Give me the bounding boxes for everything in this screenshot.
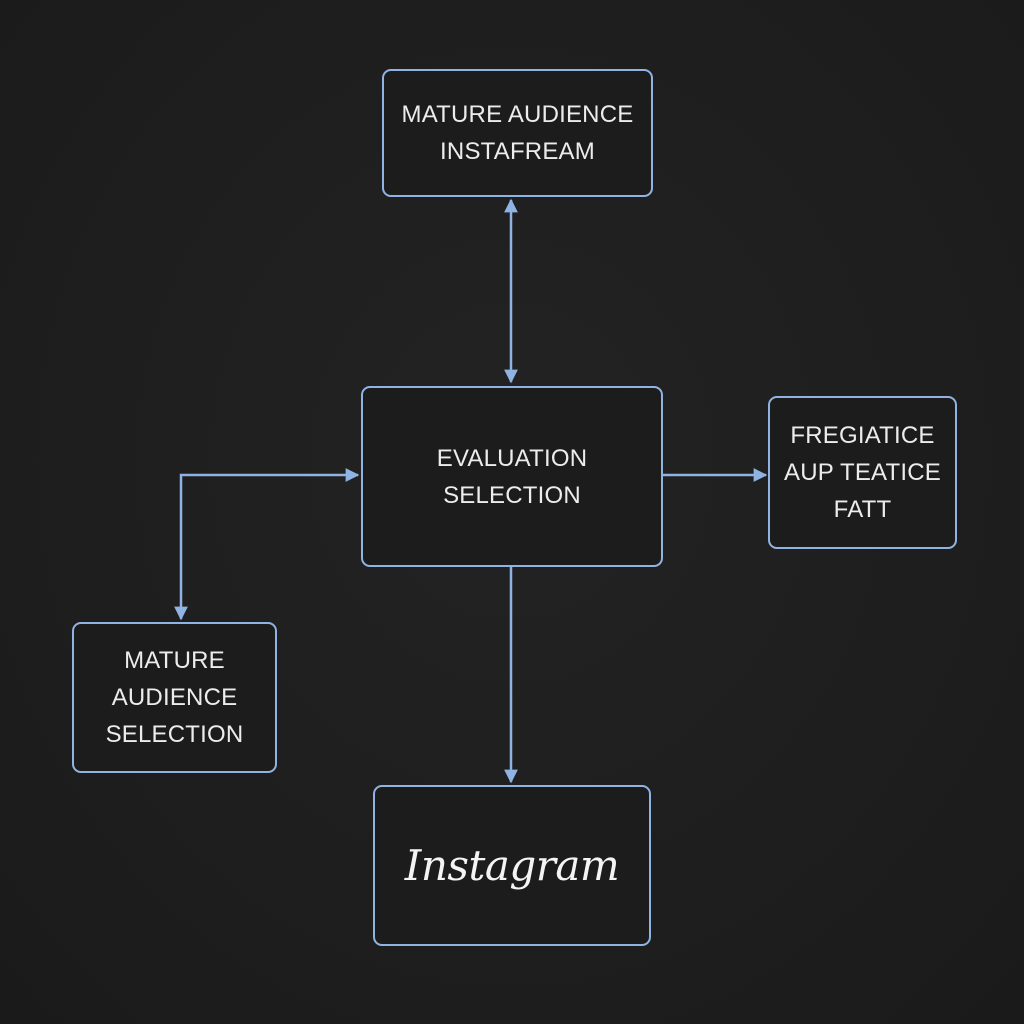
- node-top-line-2: INSTAFREAM: [440, 138, 595, 165]
- instagram-logo-text: Instagram: [404, 840, 620, 890]
- node-mature-audience-instafream[interactable]: MATURE AUDIENCE INSTAFREAM: [382, 69, 653, 197]
- node-instagram[interactable]: Instagram: [373, 785, 651, 946]
- connector-left-center: [174, 468, 360, 621]
- node-evaluation-selection[interactable]: EVALUATION SELECTION: [361, 386, 663, 567]
- node-right-line-1: FREGIATICE: [790, 422, 935, 449]
- node-left-line-3: SELECTION: [105, 721, 244, 748]
- node-center-line-2: SELECTION: [443, 481, 581, 509]
- node-top-line-1: MATURE AUDIENCE: [401, 101, 634, 128]
- node-left-line-2: AUDIENCE: [111, 684, 238, 711]
- node-left-line-1: MATURE: [124, 647, 225, 674]
- node-fregiatice[interactable]: FREGIATICE AUP TEATICE FATT: [768, 396, 957, 549]
- node-center-line-1: EVALUATION: [436, 444, 588, 472]
- node-right-line-3: FATT: [833, 496, 892, 523]
- node-right-line-2: AUP TEATICE: [784, 459, 941, 486]
- node-mature-audience-selection[interactable]: MATURE AUDIENCE SELECTION: [72, 622, 277, 773]
